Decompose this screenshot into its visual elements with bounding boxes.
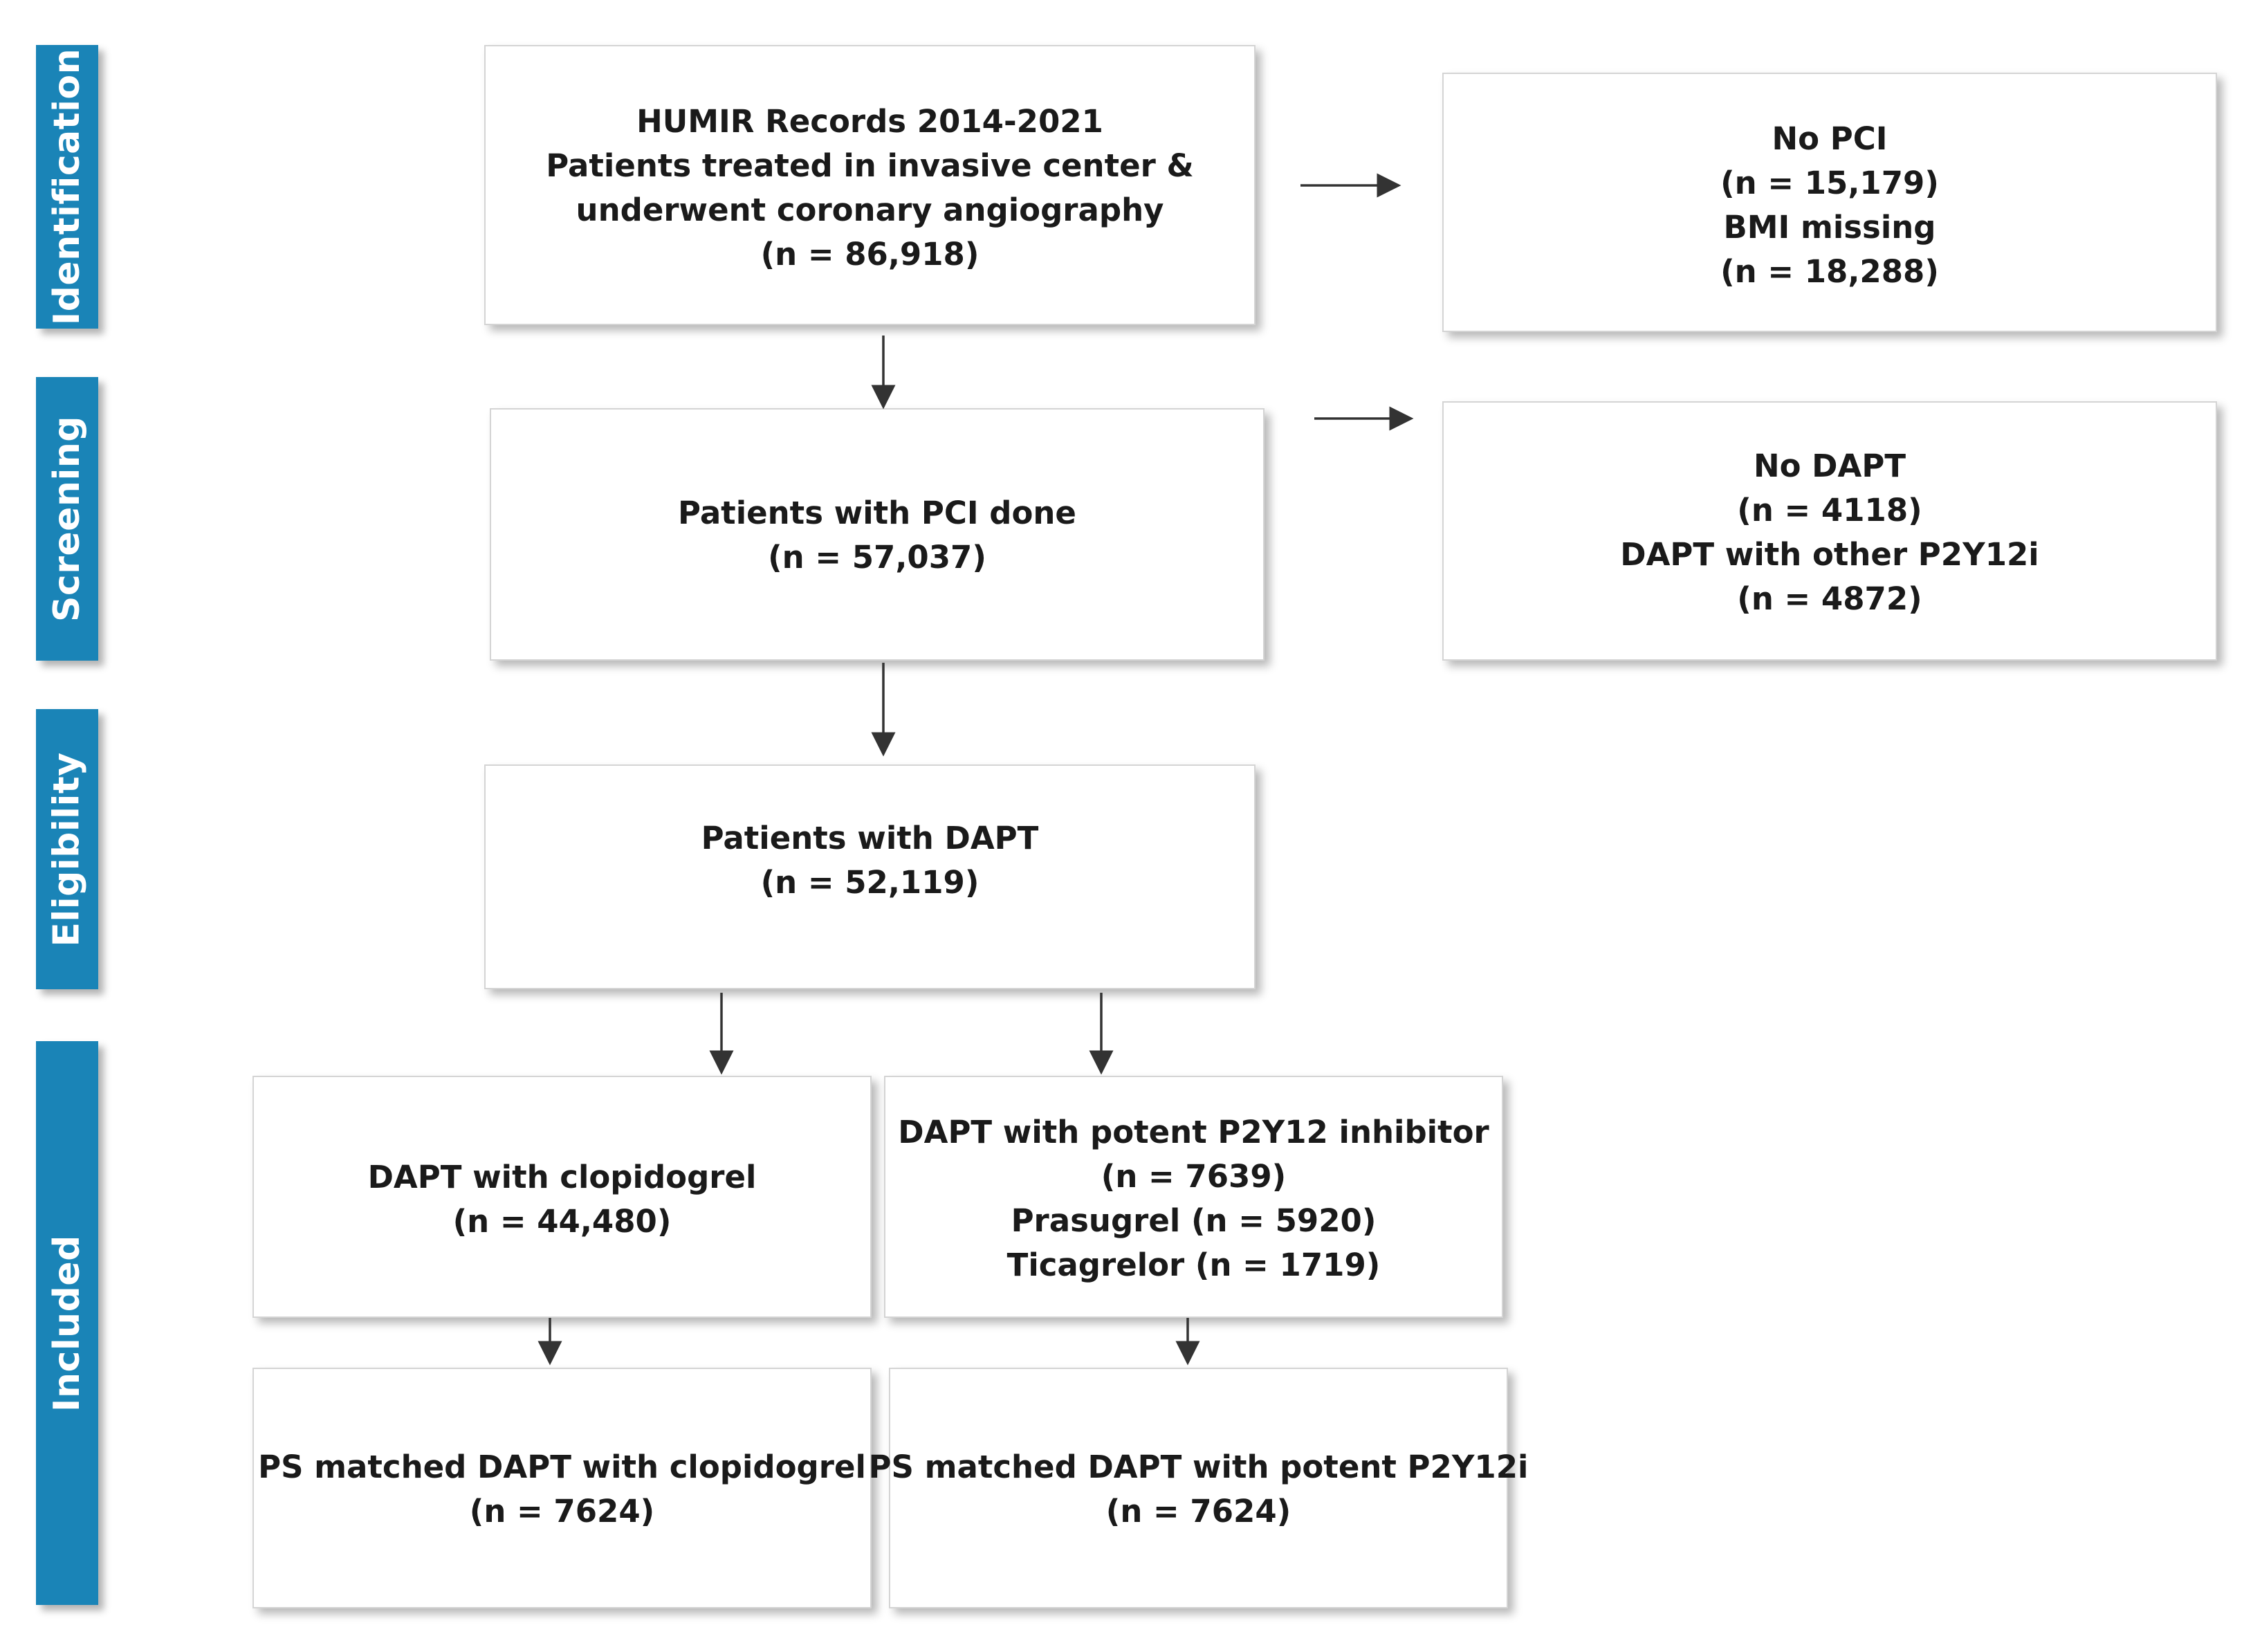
box-line: (n = 15,179) — [1720, 165, 1939, 201]
box-pci-done: Patients with PCI done (n = 57,037) — [490, 408, 1265, 661]
box-line: (n = 7624) — [469, 1493, 655, 1530]
box-line: Ticagrelor (n = 1719) — [1006, 1247, 1381, 1283]
box-line: No PCI — [1772, 120, 1888, 157]
box-dapt: Patients with DAPT (n = 52,119) — [484, 764, 1256, 989]
box-excluded-screening: No DAPT (n = 4118) DAPT with other P2Y12… — [1442, 401, 2217, 661]
box-line: DAPT with clopidogrel — [367, 1159, 757, 1195]
box-line: Patients treated in invasive center & — [546, 147, 1194, 184]
box-line: Prasugrel (n = 5920) — [1011, 1202, 1377, 1239]
box-line: (n = 57,037) — [768, 539, 986, 576]
stage-bar-included: Included — [36, 1041, 98, 1605]
box-line: PS matched DAPT with potent P2Y12i — [868, 1449, 1529, 1485]
box-excluded-identification: No PCI (n = 15,179) BMI missing (n = 18,… — [1442, 73, 2217, 332]
box-line: (n = 7624) — [1105, 1493, 1291, 1530]
box-dapt-clopidogrel: DAPT with clopidogrel (n = 44,480) — [252, 1076, 872, 1318]
stage-bar-identification: Identification — [36, 45, 98, 329]
box-line: HUMIR Records 2014-2021 — [636, 103, 1103, 140]
box-line: (n = 18,288) — [1720, 253, 1939, 290]
box-humir-records: HUMIR Records 2014-2021 Patients treated… — [484, 45, 1256, 325]
box-ps-clopidogrel: PS matched DAPT with clopidogrel (n = 76… — [252, 1368, 872, 1608]
box-line: (n = 4118) — [1737, 492, 1922, 529]
box-line: (n = 52,119) — [760, 864, 980, 901]
box-line: DAPT with potent P2Y12 inhibitor — [898, 1114, 1489, 1150]
box-line: underwent coronary angiography — [576, 192, 1164, 228]
box-line: (n = 4872) — [1737, 580, 1922, 617]
box-line: PS matched DAPT with clopidogrel — [258, 1449, 866, 1485]
box-line: BMI missing — [1723, 209, 1936, 246]
box-dapt-potent: DAPT with potent P2Y12 inhibitor (n = 76… — [884, 1076, 1503, 1318]
box-line: No DAPT — [1753, 448, 1906, 484]
stage-bar-screening: Screening — [36, 377, 98, 661]
box-ps-potent: PS matched DAPT with potent P2Y12i (n = … — [869, 1368, 1528, 1608]
box-line: Patients with DAPT — [701, 820, 1039, 856]
box-line: Patients with PCI done — [678, 495, 1076, 531]
box-line: (n = 7639) — [1101, 1158, 1287, 1195]
box-line: (n = 44,480) — [452, 1203, 672, 1240]
stage-bar-eligibility: Eligibility — [36, 709, 98, 989]
box-line: (n = 86,918) — [760, 236, 980, 273]
box-line: DAPT with other P2Y12i — [1620, 536, 2039, 573]
